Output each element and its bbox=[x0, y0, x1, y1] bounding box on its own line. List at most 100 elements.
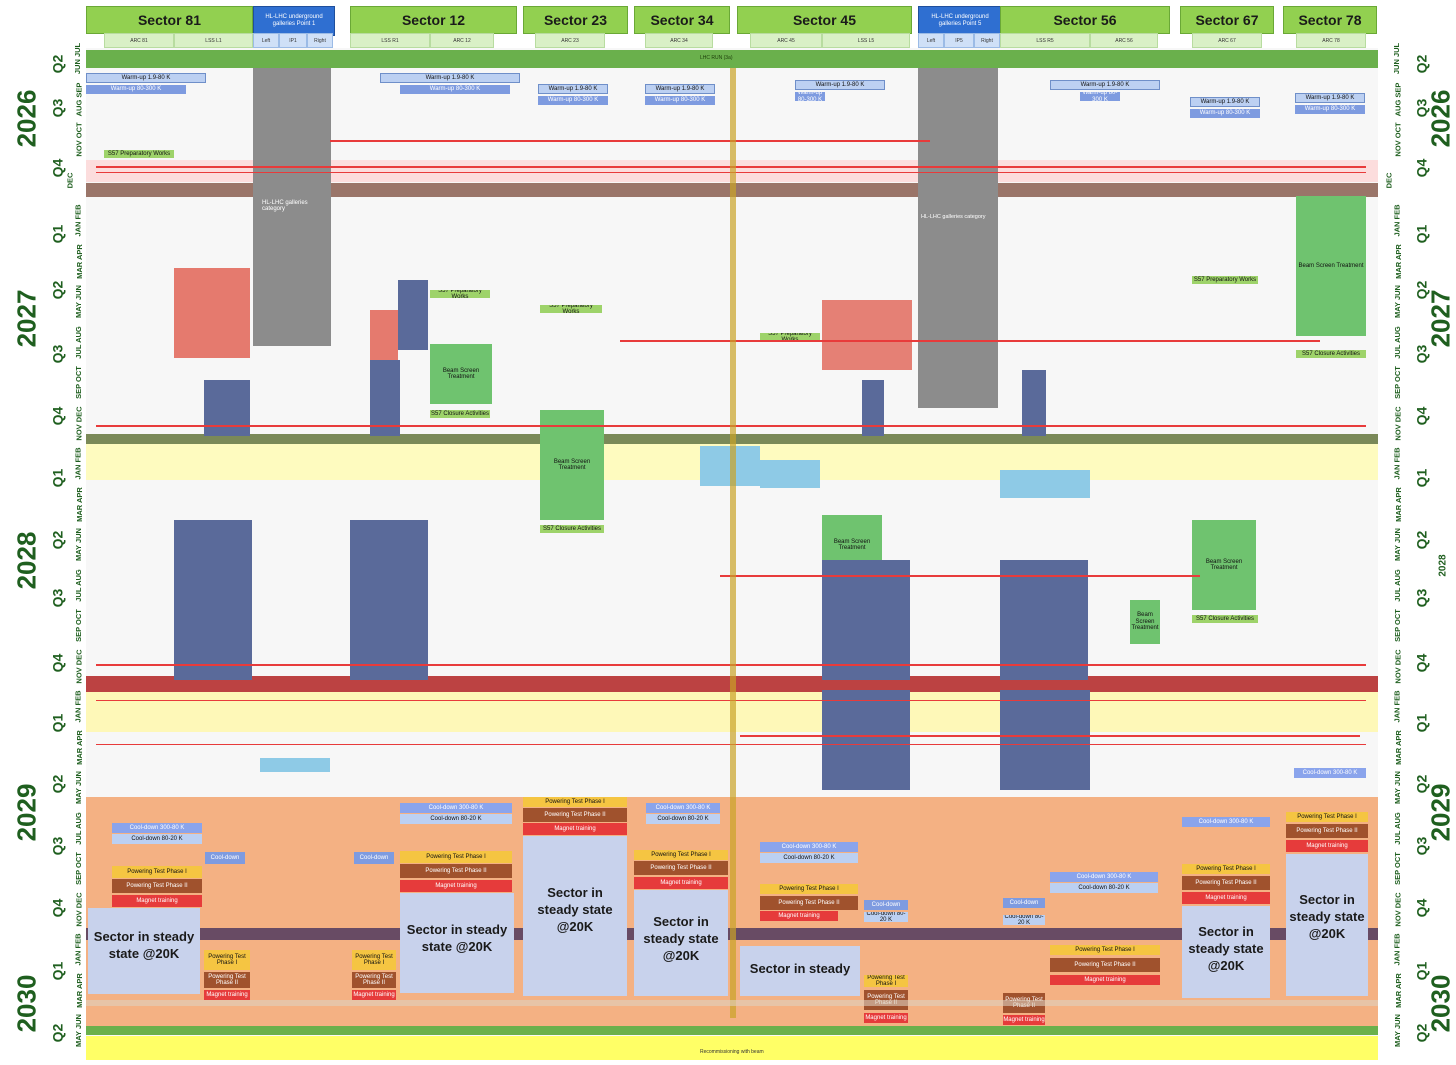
cooldown80-short-s56[interactable]: Cool-down 80-20 K bbox=[1003, 915, 1045, 925]
gallery-p5-header[interactable]: HL-LHC underground galleries Point 5 bbox=[918, 6, 1002, 36]
sector-67-header[interactable]: Sector 67 bbox=[1180, 6, 1274, 34]
beam-screen-s12[interactable]: Beam Screen Treatment bbox=[430, 344, 492, 404]
cooldown-short-s56[interactable]: Cool-down bbox=[1003, 898, 1045, 908]
ptp2-s56[interactable]: Powering Test Phase II bbox=[1050, 958, 1160, 972]
beam-screen-s23[interactable]: Beam Screen Treatment bbox=[540, 410, 604, 520]
beam-screen-s78[interactable]: Beam Screen Treatment bbox=[1296, 196, 1366, 336]
warmup-s78-1[interactable]: Warm-up 1.9-80 K bbox=[1295, 93, 1365, 103]
cooldown80-s12[interactable]: Cool-down 80-20 K bbox=[400, 814, 512, 824]
ptp2-s67[interactable]: Powering Test Phase II bbox=[1182, 876, 1270, 890]
warmup-s67-2[interactable]: Warm-up 80-300 K bbox=[1190, 109, 1260, 118]
magnet-s67[interactable]: Magnet training bbox=[1182, 892, 1270, 904]
cooldown300-s67[interactable]: Cool-down 300-80 K bbox=[1182, 817, 1270, 827]
magnet-s56b[interactable]: Magnet training bbox=[1003, 1015, 1045, 1025]
ptp2-s45[interactable]: Powering Test Phase II bbox=[760, 896, 858, 910]
warmup-s56-1[interactable]: Warm-up 1.9-80 K bbox=[1050, 80, 1160, 90]
s57-prep-s45[interactable]: S57 Preparatory Works bbox=[760, 333, 820, 341]
ptp2-s34[interactable]: Powering Test Phase II bbox=[634, 861, 728, 875]
warmup-s34-1[interactable]: Warm-up 1.9-80 K bbox=[645, 84, 715, 94]
magnet-s81[interactable]: Magnet training bbox=[112, 895, 202, 907]
cooldown80-short-s45[interactable]: Cool-down 80-20 K bbox=[864, 912, 908, 922]
magnet-s23[interactable]: Magnet training bbox=[523, 823, 627, 835]
navy-column-s56 bbox=[1000, 560, 1088, 680]
ptp2-s12[interactable]: Powering Test Phase II bbox=[400, 864, 512, 878]
s57-closure-s67[interactable]: S57 Closure Activities bbox=[1192, 615, 1258, 623]
ptp1-s12b[interactable]: Powering Test Phase I bbox=[352, 950, 396, 970]
cooldown80-s81[interactable]: Cool-down 80-20 K bbox=[112, 834, 202, 844]
magnet-s12[interactable]: Magnet training bbox=[400, 880, 512, 892]
ptp1-s81[interactable]: Powering Test Phase I bbox=[112, 866, 202, 878]
beam-screen-s67[interactable]: Beam Screen Treatment bbox=[1192, 520, 1256, 610]
s57-prep-s67[interactable]: S57 Preparatory Works bbox=[1192, 276, 1258, 284]
cooldown-short-s81[interactable]: Cool-down bbox=[205, 852, 245, 864]
magnet-s45b[interactable]: Magnet training bbox=[864, 1013, 908, 1023]
cooldown80-s56[interactable]: Cool-down 80-20 K bbox=[1050, 883, 1158, 893]
ptp2-s23[interactable]: Powering Test Phase II bbox=[523, 808, 627, 822]
cooldown-short-s45[interactable]: Cool-down bbox=[864, 900, 908, 910]
ptp2-s81b[interactable]: Powering Test Phase II bbox=[204, 972, 250, 988]
ptp2-s81[interactable]: Powering Test Phase II bbox=[112, 879, 202, 893]
magnet-s56[interactable]: Magnet training bbox=[1050, 975, 1160, 985]
ptp1-s67[interactable]: Powering Test Phase I bbox=[1182, 864, 1270, 874]
cooldown300-s81[interactable]: Cool-down 300-80 K bbox=[112, 823, 202, 833]
cooldown300-s45[interactable]: Cool-down 300-80 K bbox=[760, 842, 858, 852]
warmup-s34-2[interactable]: Warm-up 80-300 K bbox=[645, 96, 715, 105]
cooldown80-s34[interactable]: Cool-down 80-20 K bbox=[646, 814, 720, 824]
quarter-label-right: Q3 bbox=[1413, 344, 1430, 364]
warmup-s67-1[interactable]: Warm-up 1.9-80 K bbox=[1190, 97, 1260, 107]
s57-closure-s78[interactable]: S57 Closure Activities bbox=[1296, 350, 1366, 358]
warmup-s45-1[interactable]: Warm-up 1.9-80 K bbox=[795, 80, 885, 90]
warmup-s78-2[interactable]: Warm-up 80-300 K bbox=[1295, 105, 1365, 114]
warmup-s81-1[interactable]: Warm-up 1.9-80 K bbox=[86, 73, 206, 83]
beam-screen-s56[interactable]: Beam Screen Treatment bbox=[1130, 600, 1160, 644]
ptp2-s12b[interactable]: Powering Test Phase II bbox=[352, 972, 396, 988]
s57-closure-s23[interactable]: S57 Closure Activities bbox=[540, 525, 604, 533]
warmup-s56-2[interactable]: Warm-up 80-300 K bbox=[1080, 92, 1120, 101]
warmup-s81-2[interactable]: Warm-up 80-300 K bbox=[86, 85, 186, 94]
sector-78-header[interactable]: Sector 78 bbox=[1283, 6, 1377, 34]
cooldown80-s45[interactable]: Cool-down 80-20 K bbox=[760, 853, 858, 863]
warmup-s12-1[interactable]: Warm-up 1.9-80 K bbox=[380, 73, 520, 83]
month-label-left: MAR APR bbox=[74, 486, 84, 522]
cooldown300-s34[interactable]: Cool-down 300-80 K bbox=[646, 803, 720, 813]
cooldown300-s12[interactable]: Cool-down 300-80 K bbox=[400, 803, 512, 813]
s57-prep-s12[interactable]: S57 Preparatory Works bbox=[430, 290, 490, 298]
magnet-s81b[interactable]: Magnet training bbox=[204, 990, 250, 1000]
month-label-left: NOV DEC bbox=[74, 891, 84, 927]
ptp1-s78[interactable]: Powering Test Phase I bbox=[1286, 812, 1368, 822]
s57-closure-s12[interactable]: S57 Closure Activities bbox=[430, 410, 490, 418]
magnet-s78[interactable]: Magnet training bbox=[1286, 840, 1368, 852]
ptp1-s34[interactable]: Powering Test Phase I bbox=[634, 850, 728, 860]
s57-prep-s23[interactable]: S57 Preparatory Works bbox=[540, 305, 602, 313]
warmup-s23-2[interactable]: Warm-up 80-300 K bbox=[538, 96, 608, 105]
sector-45-header[interactable]: Sector 45 bbox=[737, 6, 912, 34]
gallery-p1-header[interactable]: HL-LHC underground galleries Point 1 bbox=[253, 6, 335, 36]
ptp2-s78[interactable]: Powering Test Phase II bbox=[1286, 824, 1368, 838]
magnet-s34[interactable]: Magnet training bbox=[634, 877, 728, 889]
ptp1-s45b[interactable]: Powering Test Phase I bbox=[864, 975, 908, 987]
ptp1-s12[interactable]: Powering Test Phase I bbox=[400, 851, 512, 863]
ptp1-s23[interactable]: Powering Test Phase I bbox=[523, 797, 627, 807]
magnet-s45[interactable]: Magnet training bbox=[760, 911, 838, 921]
warmup-s23-1[interactable]: Warm-up 1.9-80 K bbox=[538, 84, 608, 94]
sector-23-header[interactable]: Sector 23 bbox=[523, 6, 628, 34]
month-label-left: SEP OCT bbox=[73, 609, 83, 642]
quarter-label-left: Q3 bbox=[49, 98, 66, 118]
cooldown-short-s12[interactable]: Cool-down bbox=[354, 852, 394, 864]
cooldown300-s78[interactable]: Cool-down 300-80 K bbox=[1294, 768, 1366, 778]
cooldown300-s56[interactable]: Cool-down 300-80 K bbox=[1050, 872, 1158, 882]
sector-34-header[interactable]: Sector 34 bbox=[634, 6, 730, 34]
month-label-right: NOV DEC bbox=[1393, 405, 1403, 441]
sector-81-header[interactable]: Sector 81 bbox=[86, 6, 253, 34]
sector-56-header[interactable]: Sector 56 bbox=[1000, 6, 1170, 34]
ptp1-s56[interactable]: Powering Test Phase I bbox=[1050, 945, 1160, 955]
magnet-s12b[interactable]: Magnet training bbox=[352, 990, 396, 1000]
s57-prep-s81[interactable]: S57 Preparatory Works bbox=[104, 150, 174, 158]
ptp1-s45[interactable]: Powering Test Phase I bbox=[760, 884, 858, 894]
ptp1-s81b[interactable]: Powering Test Phase I bbox=[204, 950, 250, 970]
warmup-s12-2[interactable]: Warm-up 80-300 K bbox=[400, 85, 510, 94]
sector-12-header[interactable]: Sector 12 bbox=[350, 6, 517, 34]
blue-block-s45 bbox=[760, 460, 820, 488]
warmup-s45-2[interactable]: Warm-up 80-300 K bbox=[795, 92, 825, 101]
